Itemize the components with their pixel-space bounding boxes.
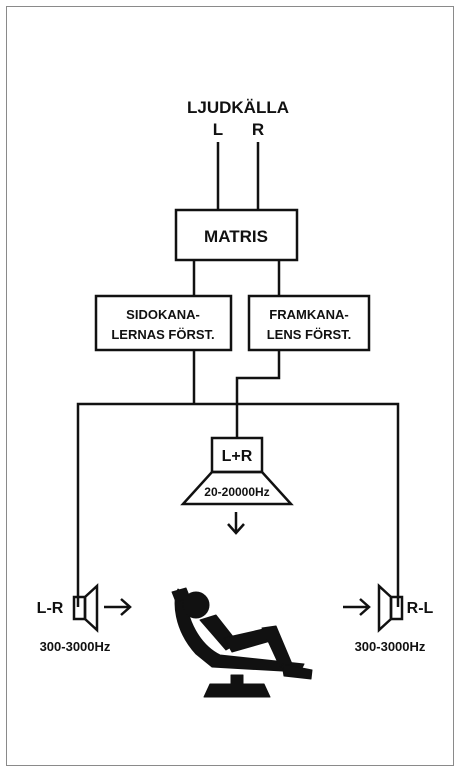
left-speaker-range: 300-3000Hz	[40, 639, 111, 654]
matrix-label: MATRIS	[204, 227, 268, 246]
left-speaker-icon	[72, 583, 99, 633]
front-amp-label-line1: FRAMKANA-	[269, 307, 348, 322]
matrix-box	[174, 208, 299, 262]
right-arrow-icon	[104, 598, 132, 616]
center-speaker-range: 20-20000Hz	[204, 485, 269, 499]
right-speaker-channel: R-L	[407, 600, 434, 617]
side-amp-label-line2: LERNAS FÖRST.	[111, 327, 214, 342]
source-left-label: L	[213, 120, 223, 139]
source-right-label: R	[252, 120, 264, 139]
left-speaker-channel: L-R	[37, 600, 64, 617]
front-amp-output	[235, 350, 281, 438]
center-speaker-horn	[180, 470, 294, 506]
front-amp-label-line2: LENS FÖRST.	[267, 327, 352, 342]
source-title: LJUDKÄLLA	[187, 98, 289, 117]
side-amp-label-line1: SIDOKANA-	[126, 307, 200, 322]
right-arrow-icon	[343, 598, 371, 616]
side-amp-box	[94, 294, 233, 352]
center-speaker-channel: L+R	[222, 448, 253, 465]
front-amp-box	[247, 294, 371, 352]
listener-chair-icon	[171, 587, 313, 698]
right-speaker-icon	[377, 583, 404, 633]
right-speaker-range: 300-3000Hz	[355, 639, 426, 654]
figure-frame	[6, 6, 454, 766]
down-arrow-icon	[227, 512, 245, 535]
